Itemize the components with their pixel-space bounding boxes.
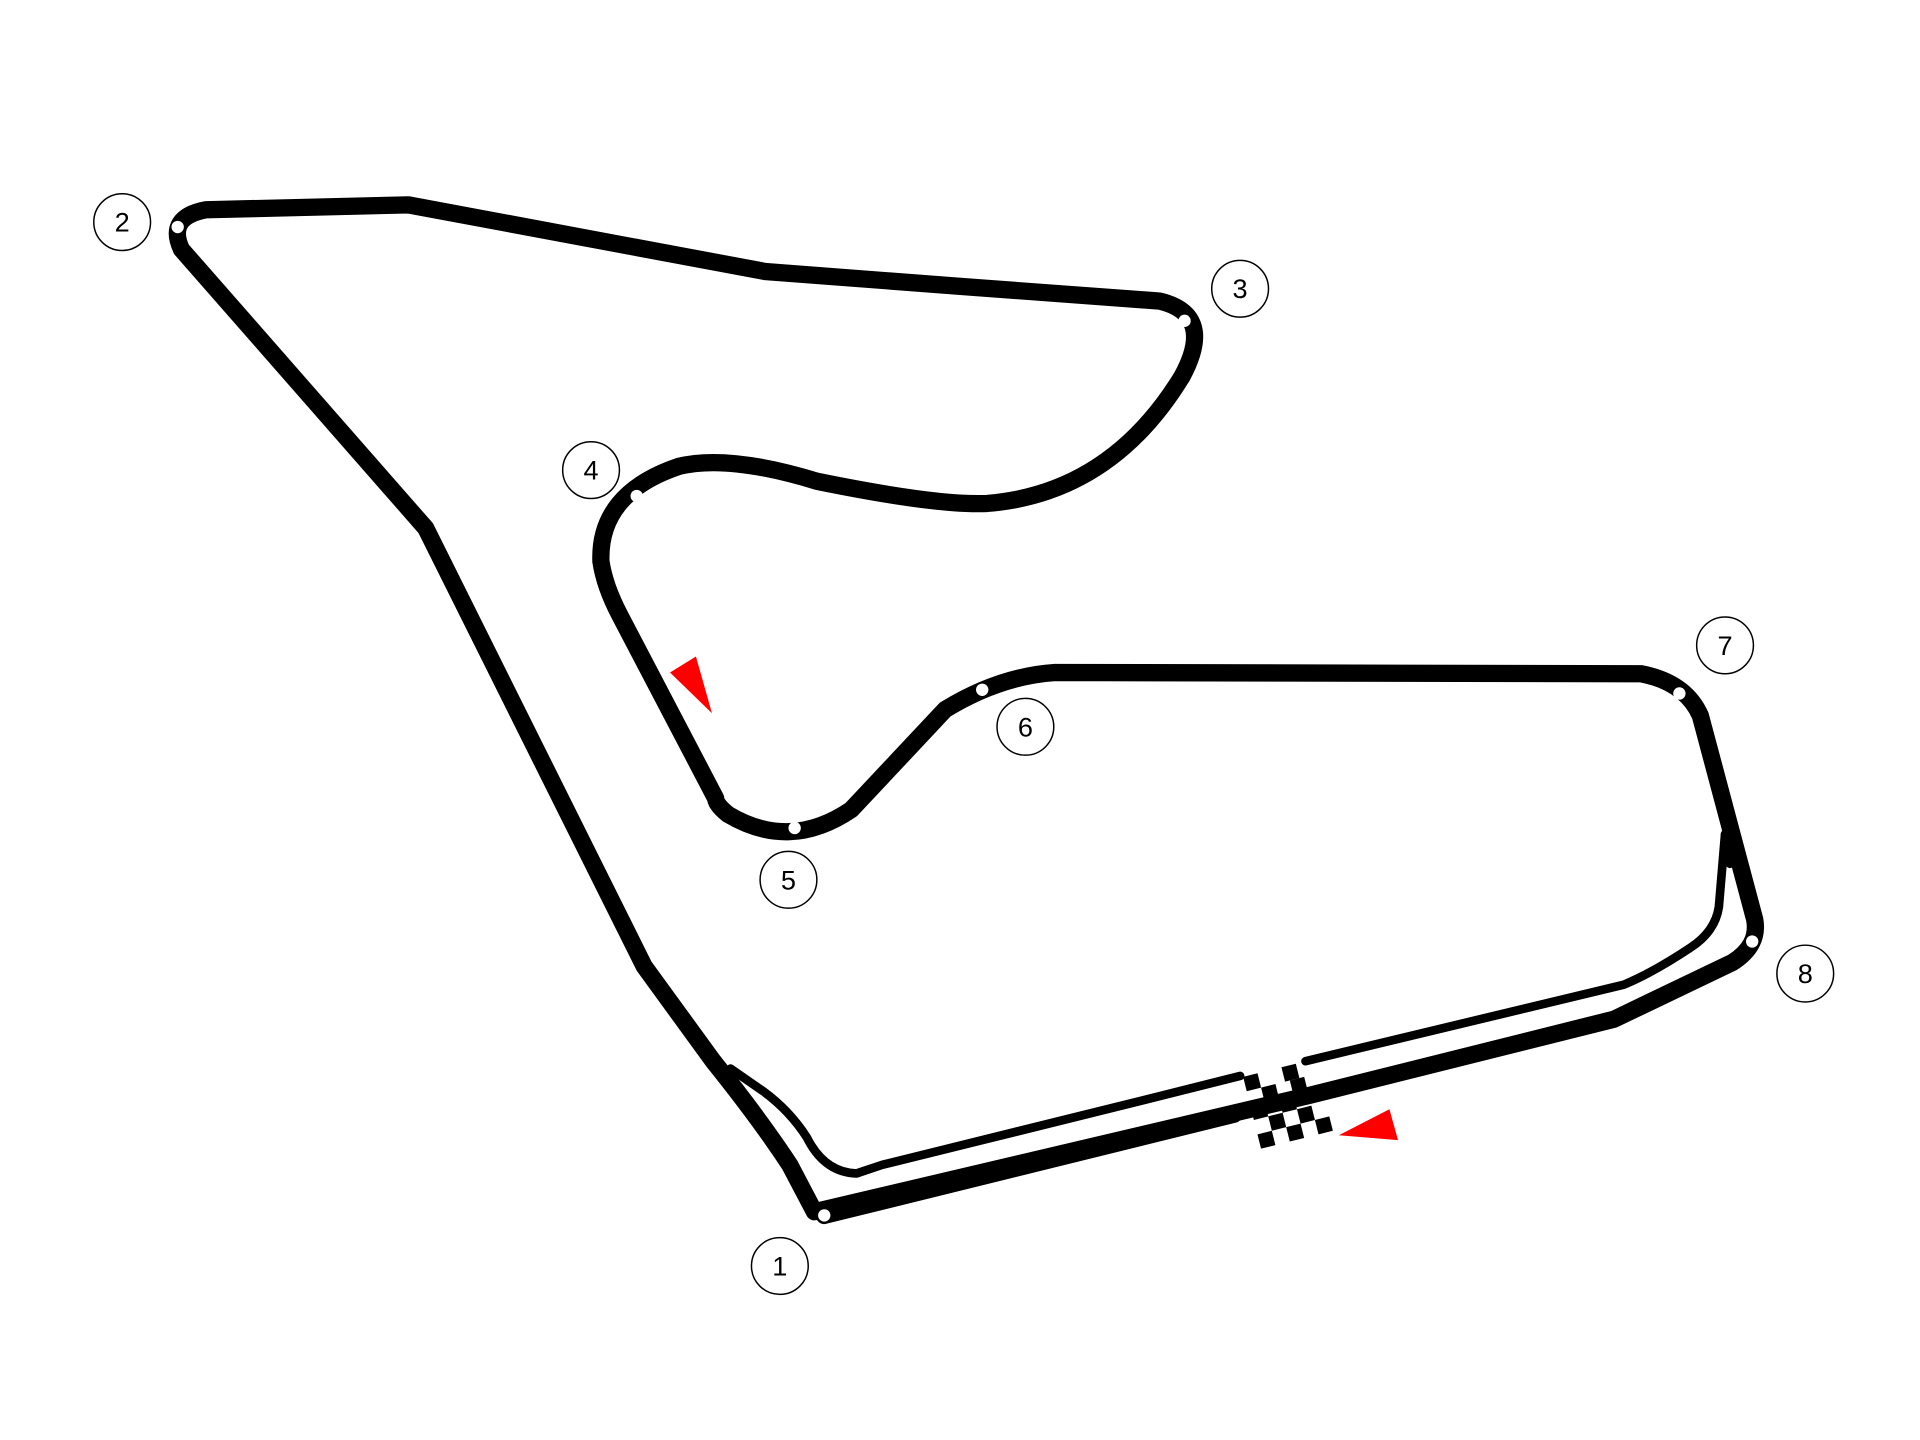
corner-number: 8 bbox=[1798, 958, 1813, 989]
corner-number: 6 bbox=[1018, 711, 1033, 742]
main-track bbox=[168, 196, 1765, 1225]
corner-apex-dot bbox=[1746, 935, 1759, 948]
pit-lane-connector bbox=[1720, 829, 1735, 869]
corner-apex-dot bbox=[171, 220, 184, 234]
corner-apex-dot bbox=[976, 683, 989, 696]
corner-label-3: 3 bbox=[1210, 259, 1270, 318]
corner-apex-dot bbox=[818, 1209, 831, 1222]
corner-label-2: 2 bbox=[93, 192, 152, 252]
corner-label-6: 6 bbox=[996, 697, 1055, 756]
corner-apex-dot bbox=[630, 489, 643, 503]
corner-apex-dot bbox=[1178, 314, 1191, 327]
corner-number: 7 bbox=[1717, 630, 1732, 661]
pit-lane bbox=[726, 829, 1730, 1178]
corner-label-4: 4 bbox=[561, 441, 621, 500]
direction-arrow-icon bbox=[670, 656, 712, 714]
corner-number: 2 bbox=[115, 207, 130, 238]
corner-apex-dot bbox=[1673, 687, 1686, 700]
corner-number: 4 bbox=[584, 455, 599, 486]
corner-apex-dot bbox=[788, 821, 801, 835]
corner-number: 1 bbox=[772, 1251, 787, 1282]
corner-number: 3 bbox=[1233, 273, 1248, 304]
corner-label-8: 8 bbox=[1776, 944, 1835, 1003]
checkered-flag-icon bbox=[1243, 1063, 1333, 1149]
corner-label-5: 5 bbox=[759, 850, 818, 909]
corner-number: 5 bbox=[781, 864, 796, 895]
corner-label-7: 7 bbox=[1695, 616, 1755, 675]
direction-arrow-icon bbox=[1338, 1109, 1399, 1141]
corner-label-1: 1 bbox=[750, 1236, 809, 1296]
